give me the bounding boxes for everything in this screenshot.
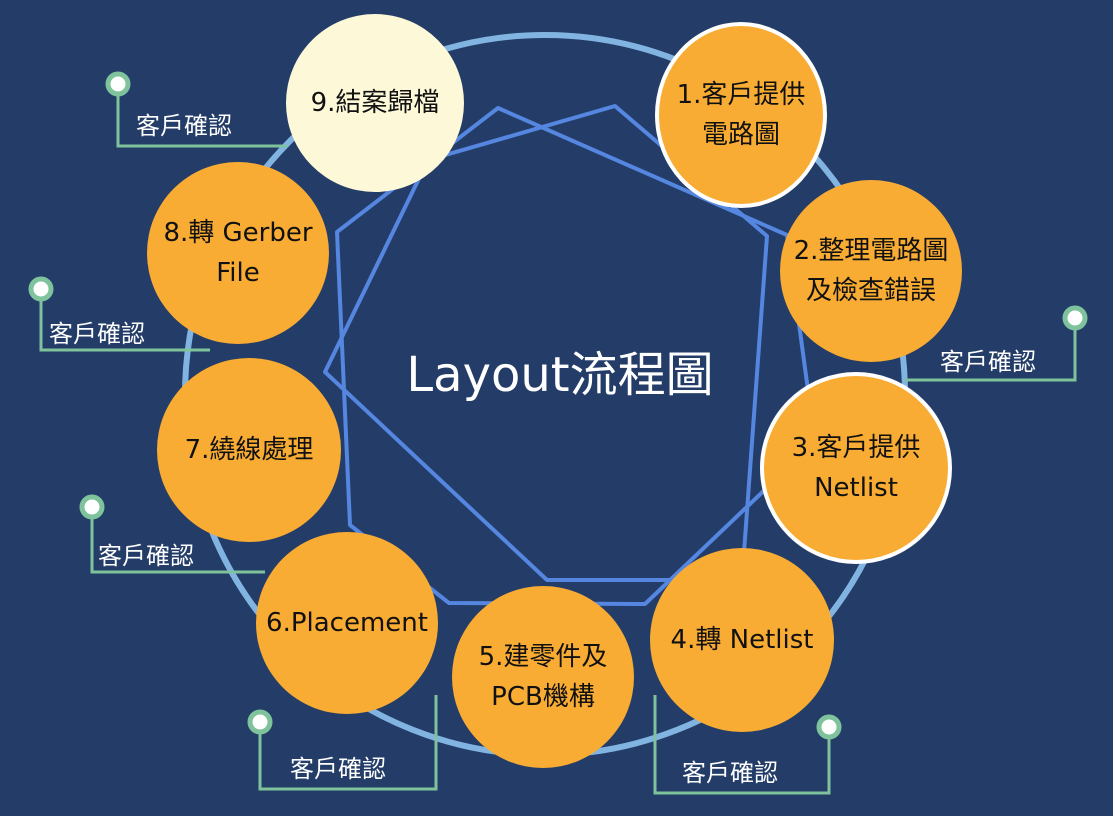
connector-confirm-1 [105, 71, 287, 148]
confirm-label-5: 客戶確認 [290, 755, 386, 783]
confirm-label-2: 客戶確認 [49, 320, 145, 348]
connector-confirm-4 [79, 494, 265, 574]
connector-confirm-5 [247, 695, 438, 791]
connector-confirm-3 [905, 305, 1088, 382]
step-8-circle: 8.轉 Gerber File [147, 162, 329, 344]
step-4-circle: 4.轉 Netlist [650, 548, 834, 732]
step-1-circle: 1.客戶提供 電路圖 [655, 22, 827, 208]
step-3-circle: 3.客戶提供 Netlist [760, 372, 952, 564]
step-7-circle: 7.繞線處理 [157, 358, 341, 542]
confirm-label-6: 客戶確認 [682, 759, 778, 787]
connector-confirm-2 [28, 276, 210, 352]
step-9-circle: 9.結案歸檔 [286, 14, 464, 192]
confirm-label-3: 客戶確認 [940, 348, 1036, 376]
diagram-title: Layout流程圖 [406, 347, 714, 403]
connector-confirm-6 [653, 695, 842, 795]
confirm-label-4: 客戶確認 [98, 542, 194, 570]
step-2-circle: 2.整理電路圖 及檢查錯誤 [780, 180, 962, 362]
step-5-circle: 5.建零件及 PCB機構 [452, 586, 634, 768]
step-6-circle: 6.Placement [256, 532, 438, 714]
confirm-label-1: 客戶確認 [136, 112, 232, 140]
